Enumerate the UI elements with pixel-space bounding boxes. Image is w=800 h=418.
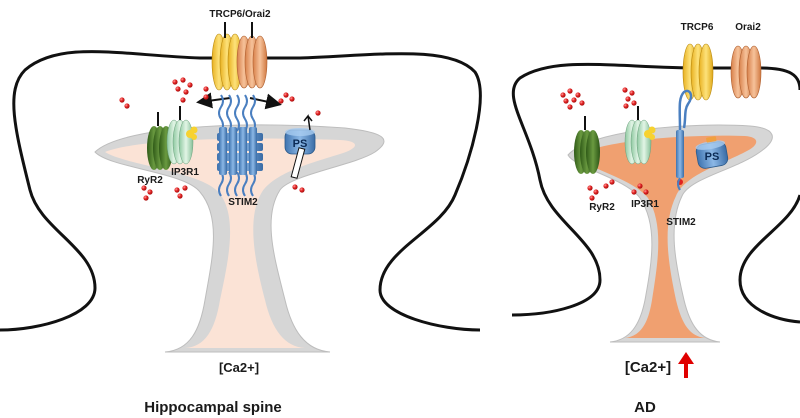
channel-label: TRCP6/Orai2: [209, 9, 271, 20]
ps-label: PS: [293, 138, 308, 150]
er-shell-ad: [567, 124, 773, 343]
orai2-channel: [236, 35, 268, 89]
stim2-cluster: [218, 94, 256, 197]
panel-title-ad: AD: [634, 399, 656, 416]
presenilin-ad: [694, 136, 730, 170]
up-arrow-icon: [678, 352, 694, 378]
stim2-label: STIM2: [228, 197, 258, 208]
calcium-label-normal: [Ca2+]: [219, 360, 259, 375]
orai2-label-ad: Orai2: [735, 22, 761, 33]
panel-ad-spine: TRCP6 Orai2 PS RyR2 IP3R1 STIM2 [Ca2+]: [511, 22, 800, 416]
stim2-label-ad: STIM2: [666, 217, 696, 228]
cytosol-normal: [105, 138, 355, 348]
orai2-channel-ad: [730, 45, 762, 99]
stim2-rods: [217, 127, 263, 175]
ip3r1-label-ad: IP3R1: [631, 199, 659, 210]
panel-normal-spine: TRCP6/Orai2: [0, 9, 482, 416]
ryr2-label-ad: RyR2: [589, 202, 615, 213]
ryr2-label: RyR2: [137, 175, 163, 186]
calcium-label-ad: [Ca2+]: [625, 359, 671, 376]
ip3r1-label: IP3R1: [171, 167, 199, 178]
panel-title-normal: Hippocampal spine: [144, 399, 282, 416]
trpc6-label-ad: TRCP6: [681, 22, 714, 33]
cytosol-ad: [576, 135, 757, 338]
ryr2-channel-ad: [573, 115, 601, 175]
stim2-single: [676, 89, 693, 191]
ps-label-ad: PS: [705, 151, 720, 163]
